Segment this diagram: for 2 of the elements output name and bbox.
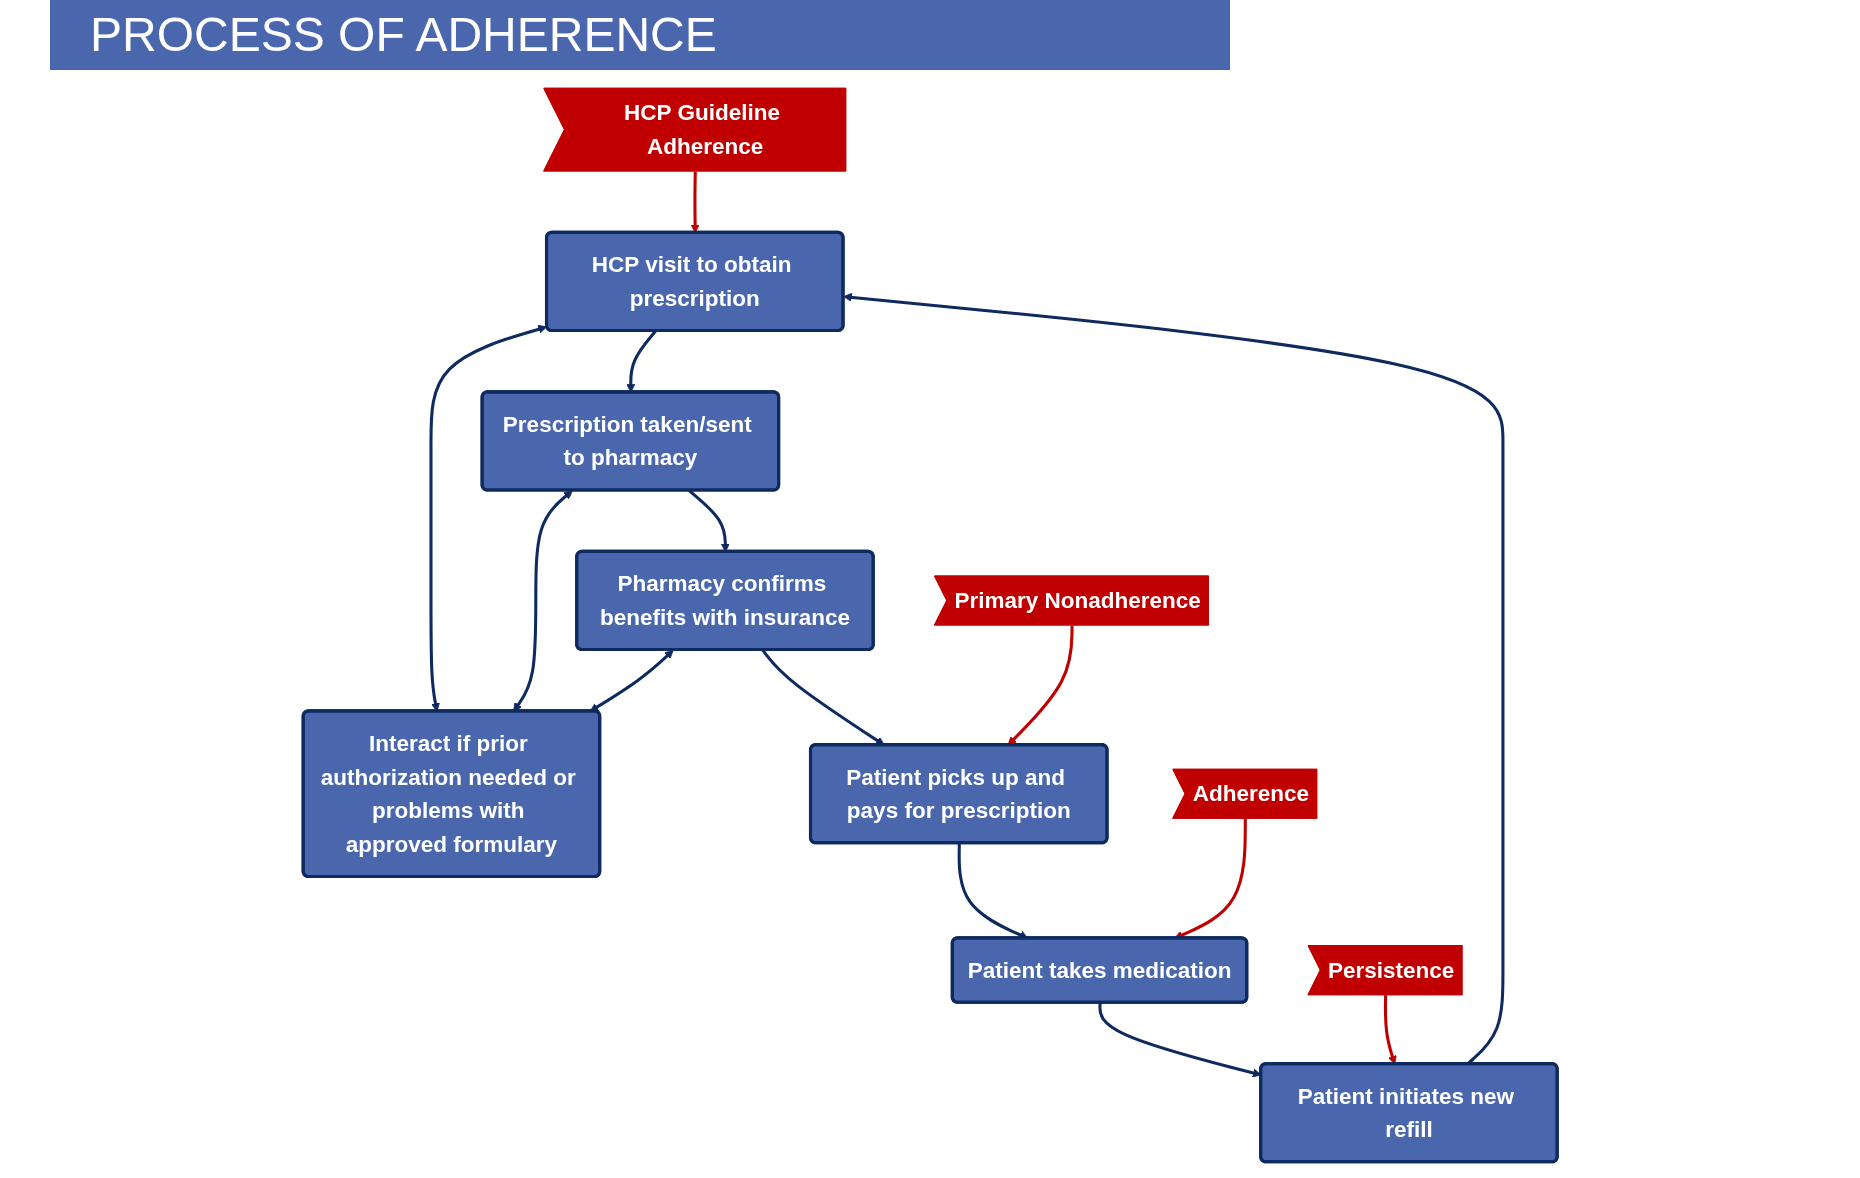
arrow (589, 649, 674, 712)
title-banner: PROCESS OF ADHERENCE (50, 0, 1230, 70)
